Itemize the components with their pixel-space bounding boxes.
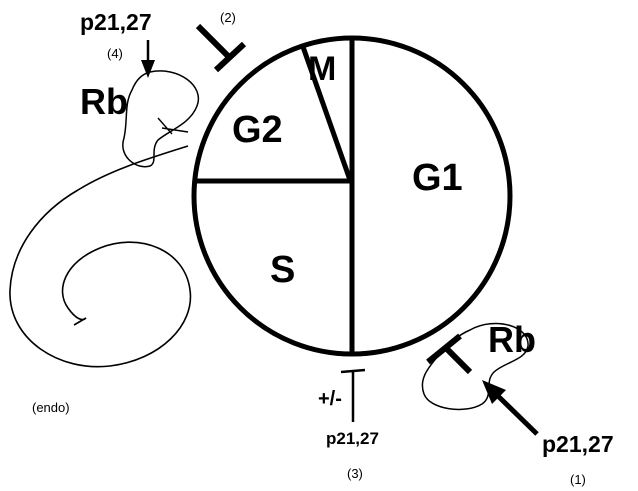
step-marker-2: (2) <box>220 10 236 25</box>
arrow-to-rb-bottom-right <box>482 380 539 436</box>
rb-blob-top-left <box>122 70 200 168</box>
endo-loop <box>9 145 192 368</box>
endo-loop-inner-cross <box>157 117 189 135</box>
inhibition-bottom-center: +/- p21,27 (3) <box>318 368 379 481</box>
inhibition-bar-bottom-right <box>426 333 473 375</box>
rb-label-top-left: Rb <box>80 81 128 122</box>
inhibition-g2-m: (2) <box>195 10 247 73</box>
inhibitor-label-top-left: p21,27 <box>80 9 152 35</box>
arrow-down-to-rb <box>141 40 155 78</box>
endo-label: (endo) <box>32 400 70 415</box>
cell-cycle-wheel <box>191 35 513 357</box>
phase-label-g2: G2 <box>232 109 283 151</box>
inhibitor-label-bottom-right: p21,27 <box>542 431 614 457</box>
phase-label-s: S <box>270 249 295 291</box>
step-marker-4: (4) <box>107 46 123 61</box>
rb-complex-top-left: p21,27 (4) Rb (endo) <box>9 9 200 415</box>
inhibitor-label-bottom-center: p21,27 <box>326 429 379 448</box>
rb-label-bottom-right: Rb <box>488 319 536 360</box>
divider-m-g2 <box>299 43 353 181</box>
phase-label-g1: G1 <box>412 157 463 199</box>
step-marker-3: (3) <box>347 466 363 481</box>
plus-minus-label: +/- <box>318 388 342 410</box>
phase-label-m: M <box>308 50 336 88</box>
step-marker-1: (1) <box>570 472 586 487</box>
rb-complex-bottom-right: Rb p21,27 (1) <box>421 319 614 487</box>
